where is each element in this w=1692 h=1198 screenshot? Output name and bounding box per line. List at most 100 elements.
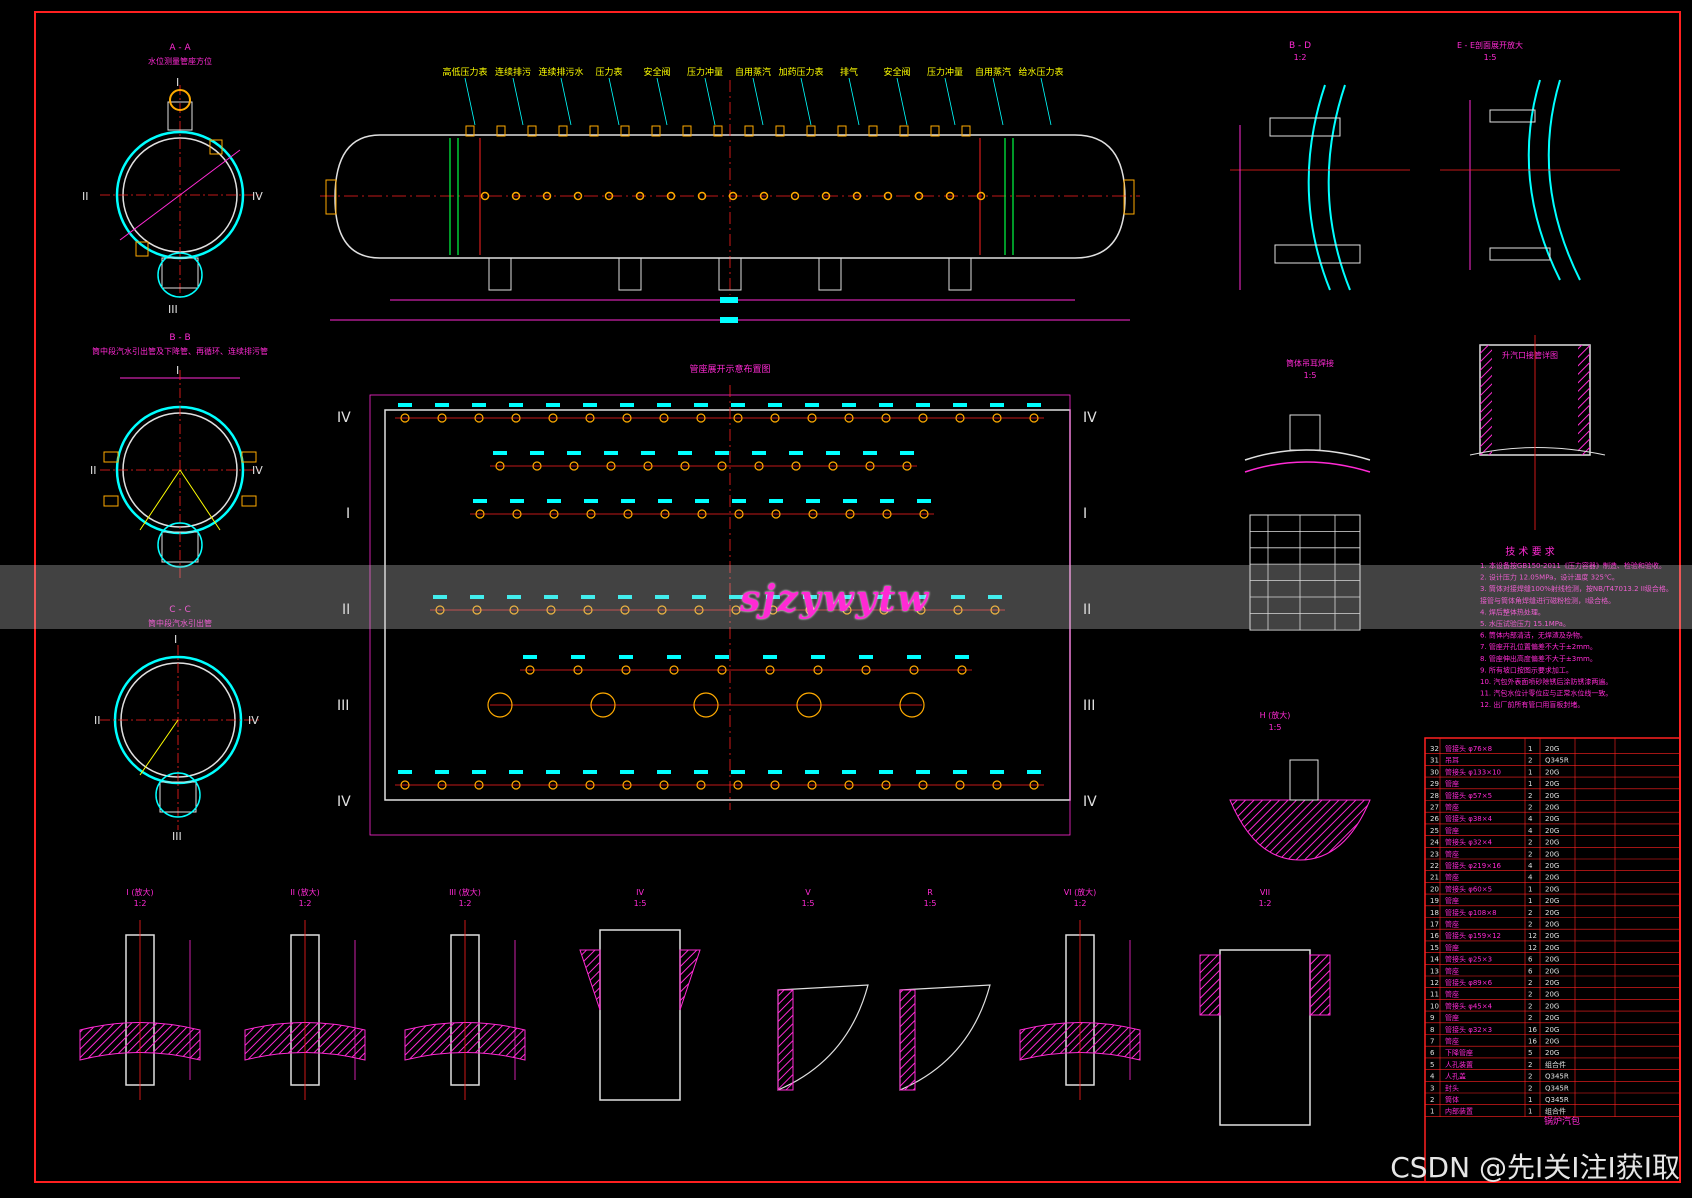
detail-scale: 1:2: [134, 899, 147, 908]
tech-line: 1. 本设备按GB150-2011《压力容器》制造、检验和验收。: [1480, 561, 1666, 570]
tech-line: 12. 出厂前所有管口用盲板封堵。: [1480, 700, 1584, 709]
dimension-tag: [1027, 403, 1041, 407]
nozzle-label: 安全阀: [643, 66, 670, 78]
bom-cell: 20G: [1545, 944, 1559, 952]
detail-title: IV: [636, 888, 644, 897]
dimension-tag: [916, 770, 930, 774]
dimension-tag: [581, 595, 595, 599]
dimension-tag: [472, 770, 486, 774]
dimension-tag: [567, 451, 581, 455]
dimension-tag: [826, 451, 840, 455]
top-nozzle: [558, 125, 568, 137]
layout-nozzle: [585, 780, 595, 790]
layout-nozzle: [770, 413, 780, 423]
credit-text: CSDN @先I关I注I获I取: [1390, 1151, 1680, 1184]
bom-cell: 管接头 φ133×10: [1445, 767, 1501, 776]
detail-bd-scale: 1:2: [1294, 53, 1307, 62]
leader-line: [512, 77, 524, 126]
bom-cell: 7: [1430, 1038, 1434, 1046]
layout-nozzle: [643, 461, 653, 471]
layout-nozzle: [696, 780, 706, 790]
dimension-tag: [803, 595, 817, 599]
bom-cell: 31: [1430, 757, 1439, 765]
dimension-tag: [667, 655, 681, 659]
layout-nozzle: [828, 461, 838, 471]
detail-g-title: 筒体吊耳焊接: [1286, 358, 1334, 368]
nozzle-label: 压力冲量: [927, 66, 963, 78]
bom-cell: 16: [1528, 1026, 1537, 1034]
dimension-tag: [657, 770, 671, 774]
layout-nozzle: [955, 413, 965, 423]
dimension-tag: [398, 770, 412, 774]
dimension-tag: [731, 403, 745, 407]
bom-cell: 20: [1430, 885, 1439, 893]
top-nozzle: [930, 125, 940, 137]
bom-cell: 管座: [1445, 920, 1459, 929]
layout-nozzle: [808, 509, 818, 519]
top-nozzle: [682, 125, 692, 137]
top-nozzle: [775, 125, 785, 137]
detail-title: II (放大): [290, 887, 320, 897]
roman-iv-bb: IV: [252, 464, 263, 477]
bom-cell: 2: [1528, 1073, 1532, 1081]
watermark-text: sjzywytw: [740, 578, 931, 620]
detail-title: I (放大): [126, 887, 153, 897]
bom-cell: 6: [1528, 956, 1533, 964]
center-nozzle: [480, 191, 490, 201]
dimension-tag: [879, 403, 893, 407]
layout-nozzle: [953, 605, 963, 615]
section-bb-view: B - B 筒中段汽水引出管及下降管、再循环、连续排污管 I II IV: [90, 333, 268, 580]
detail-e-view: E - E剖面展开放大 1:5: [1440, 40, 1620, 281]
bom-cell: 9: [1430, 1014, 1434, 1022]
bom-cell: 12: [1430, 979, 1439, 987]
layout-nozzle: [791, 461, 801, 471]
layout-nozzle: [669, 665, 679, 675]
dimension-tag: [657, 403, 671, 407]
layout-nozzle: [918, 780, 928, 790]
layout-nozzle: [585, 413, 595, 423]
layout-nozzle: [694, 605, 704, 615]
layout-ii-left: II: [342, 602, 350, 618]
layout-nozzle: [1029, 413, 1039, 423]
layout-nozzle: [512, 509, 522, 519]
bom-cell: 封头: [1445, 1083, 1459, 1092]
dimension-tag: [900, 451, 914, 455]
layout-nozzle: [805, 605, 815, 615]
dimension-tag: [655, 595, 669, 599]
layout-nozzle: [733, 413, 743, 423]
bom-cell: 1: [1528, 885, 1532, 893]
layout-iv-right-top: IV: [1083, 410, 1097, 426]
detail-body: [599, 929, 681, 1101]
layout-nozzle: [437, 780, 447, 790]
bom-cell: 1: [1528, 1108, 1532, 1116]
detail-scale: 1:2: [1259, 899, 1272, 908]
center-nozzle: [852, 191, 862, 201]
bom-cell: 4: [1528, 862, 1533, 870]
downcomer-nozzle: [948, 257, 972, 291]
leader-line: [896, 77, 908, 126]
bom-cell: 2: [1528, 979, 1532, 987]
dimension-tag: [769, 499, 783, 503]
center-nozzle: [945, 191, 955, 201]
bom-cell: 20G: [1545, 768, 1559, 776]
nozzle-label: 连续排污水: [538, 66, 583, 78]
layout-nozzle: [437, 413, 447, 423]
dimension-tag: [1027, 770, 1041, 774]
bom-cell: 管接头 φ219×16: [1445, 861, 1502, 870]
layout-nozzle: [765, 665, 775, 675]
dimension-tag: [863, 451, 877, 455]
bom-cell: 13: [1430, 967, 1439, 975]
roman-i-aa: I: [176, 76, 179, 89]
dimension-tag: [914, 595, 928, 599]
layout-nozzle: [620, 605, 630, 615]
bom-cell: 管座: [1445, 896, 1459, 905]
bom-cell: 25: [1430, 827, 1439, 835]
layout-nozzle: [659, 413, 669, 423]
nozzle-label: 安全阀: [883, 66, 910, 78]
bom-cell: 2: [1528, 1014, 1532, 1022]
downcomer-row: [488, 257, 972, 291]
bom-cell: 20G: [1545, 815, 1559, 823]
layout-nozzle: [475, 509, 485, 519]
dimension-tag: [842, 770, 856, 774]
bom-cell: 32: [1430, 745, 1439, 753]
